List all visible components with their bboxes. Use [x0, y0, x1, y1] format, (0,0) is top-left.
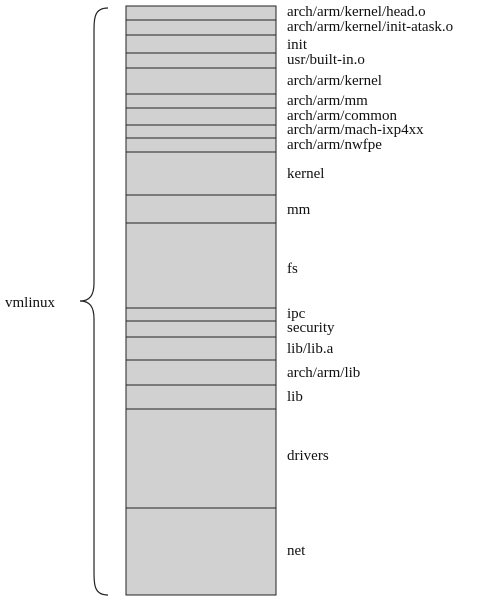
segment-block [125, 336, 277, 361]
segment-label: net [287, 543, 306, 559]
segment-block [125, 5, 277, 21]
segment-label: arch/arm/lib [287, 365, 360, 381]
segment-block [125, 359, 277, 386]
vmlinux-label: vmlinux [5, 295, 56, 311]
segment-block [125, 194, 277, 224]
segment-block [125, 507, 277, 596]
segment-label: mm [287, 202, 311, 218]
segment-block [125, 107, 277, 126]
segment-label: arch/arm/kernel [287, 73, 382, 89]
segment-label: init [287, 37, 308, 53]
segment-block [125, 307, 277, 322]
segment-label: fs [287, 261, 298, 277]
segment-label: drivers [287, 448, 329, 464]
segment-block [125, 320, 277, 338]
segment-labels: arch/arm/kernel/head.oarch/arm/kernel/in… [287, 4, 453, 559]
segment-block [125, 151, 277, 196]
segment-label: arch/arm/kernel/init-atask.o [287, 19, 453, 35]
segment-label: arch/arm/nwfpe [287, 137, 382, 153]
segment-label: arch/arm/mm [287, 93, 368, 109]
segment-label: arch/arm/mach-ixp4xx [287, 122, 424, 138]
segment-block [125, 52, 277, 69]
segment-block [125, 93, 277, 109]
segment-block [125, 222, 277, 309]
segment-label: lib/lib.a [287, 341, 334, 357]
segment-block [125, 124, 277, 139]
segment-block [125, 408, 277, 509]
segment-label: usr/built-in.o [287, 52, 365, 68]
segment-label: lib [287, 389, 303, 405]
segment-label: kernel [287, 166, 324, 182]
segment-block [125, 384, 277, 410]
segment-label: arch/arm/kernel/head.o [287, 4, 426, 20]
segment-block [125, 137, 277, 153]
segment-label: arch/arm/common [287, 108, 397, 124]
curly-brace [79, 7, 109, 596]
segment-label: security [287, 320, 335, 336]
segment-block [125, 19, 277, 36]
segment-block [125, 67, 277, 95]
segment-block [125, 34, 277, 54]
segment-label: ipc [287, 306, 306, 322]
segment-stack [125, 5, 277, 596]
